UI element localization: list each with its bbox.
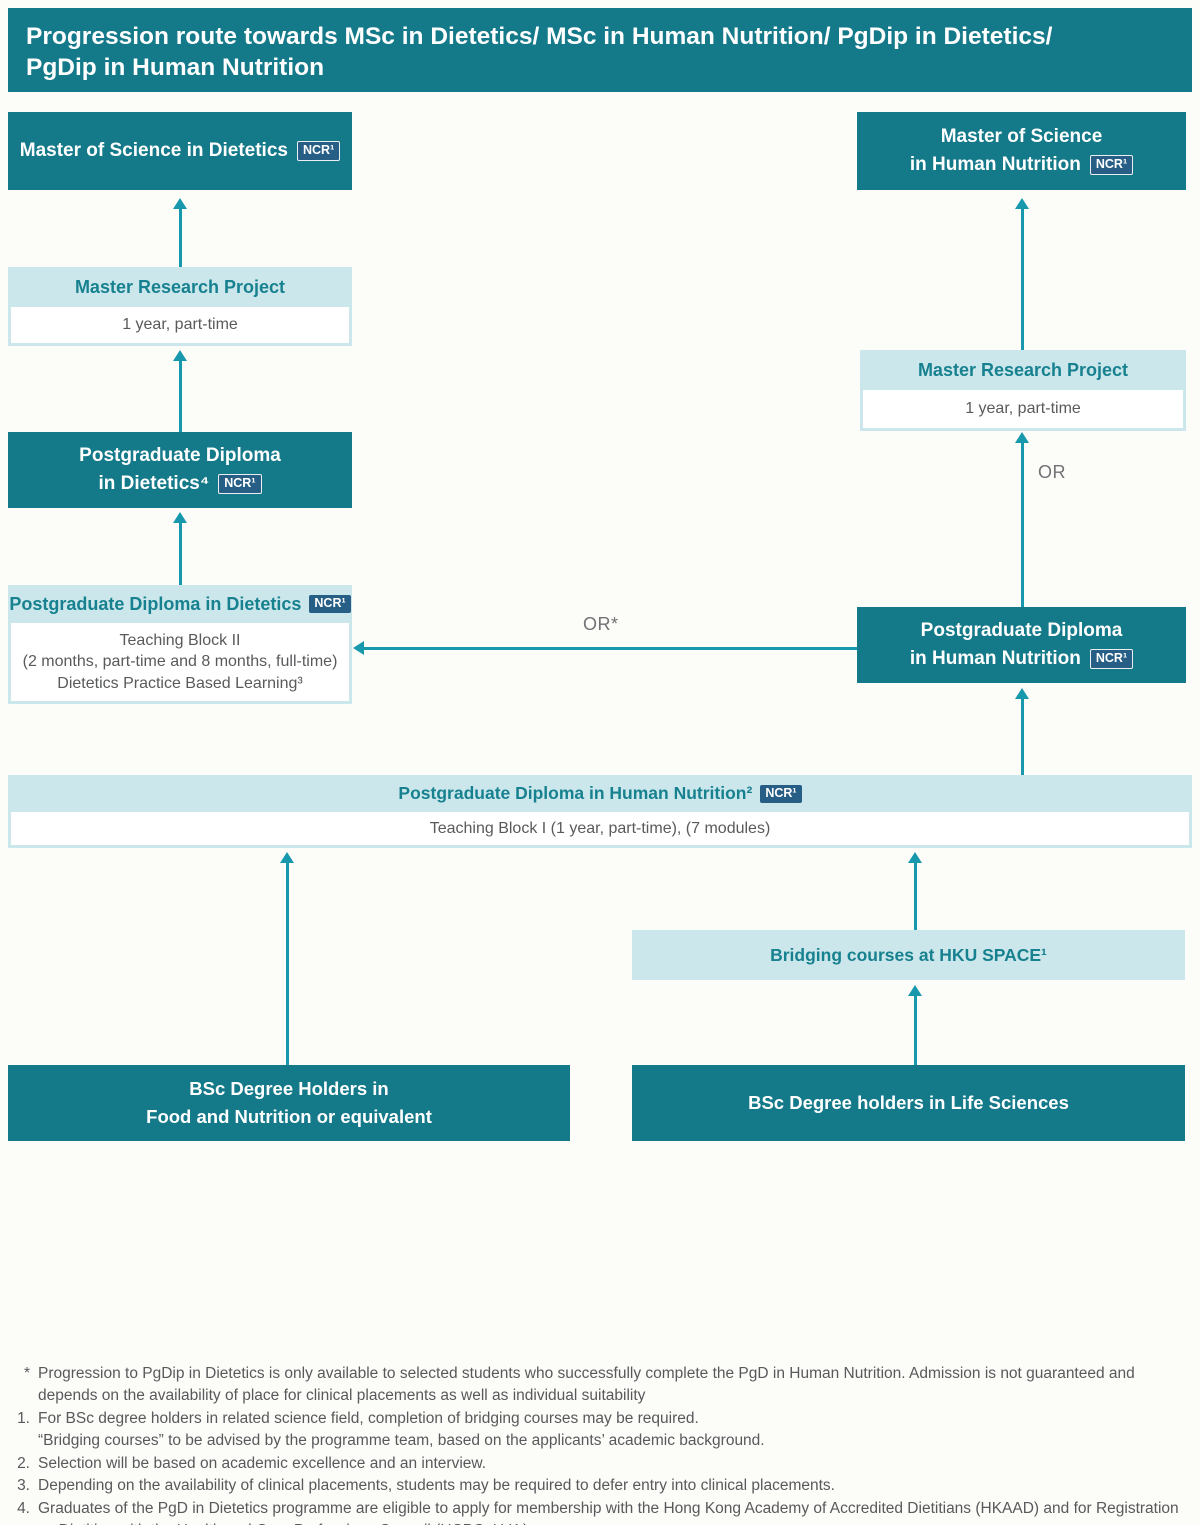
arrowhead-icon — [353, 641, 364, 655]
arrowhead-icon — [1015, 432, 1029, 443]
ncr-badge: NCR¹ — [1089, 649, 1134, 670]
bsc-food-line1: BSc Degree Holders in — [189, 1078, 389, 1100]
box-pgdip-dietetics-lower: Postgraduate Diploma in Dietetics NCR¹ T… — [8, 585, 352, 704]
mrp-left-title: Master Research Project — [74, 276, 286, 297]
pgdip-hn-line2: in Human Nutrition — [909, 648, 1081, 669]
bsc-life-label: BSc Degree holders in Life Sciences — [748, 1092, 1069, 1114]
arrow-mrp-to-msc-dietetics — [173, 198, 187, 267]
footnote-marker: 4. — [17, 1499, 30, 1517]
box-msc-dietetics: Master of Science in Dietetics NCR¹ — [8, 112, 352, 190]
box-pgdip-human-nutrition-wide: Postgraduate Diploma in Human Nutrition²… — [8, 775, 1192, 848]
mrp-right-body: 1 year, part-time — [863, 390, 1183, 428]
box-pgdip-dietetics-upper: Postgraduate Diploma in Dietetics⁴ NCR¹ — [8, 432, 352, 508]
or-vertical-label: OR — [1038, 462, 1066, 482]
footnote-marker: * — [23, 1365, 30, 1382]
mrp-left-body: 1 year, part-time — [11, 307, 349, 343]
box-master-research-project-left: Master Research Project 1 year, part-tim… — [8, 267, 352, 346]
bsc-food-line2: Food and Nutrition or equivalent — [146, 1106, 432, 1127]
box-bsc-food-nutrition: BSc Degree Holders in Food and Nutrition… — [8, 1065, 570, 1141]
arrow-mrp-to-msc-hn — [1015, 198, 1029, 350]
pgdip-dietetics-lower-body: Teaching Block II (2 months, part-time a… — [11, 623, 349, 701]
page-title: Progression route towards MSc in Dieteti… — [8, 8, 1192, 92]
ncr-badge: NCR¹ — [760, 784, 802, 803]
footnote-marker: 3. — [17, 1477, 30, 1495]
msc-hn-line1: Master of Science — [940, 125, 1103, 147]
widebar-body: Teaching Block I (1 year, part-time), (7… — [11, 812, 1189, 845]
box-msc-human-nutrition: Master of Science in Human Nutrition NCR… — [857, 112, 1186, 190]
arrowhead-icon — [908, 852, 922, 863]
footnote-marker: 2. — [17, 1454, 30, 1472]
arrowhead-icon — [173, 350, 187, 361]
mrp-right-title: Master Research Project — [917, 359, 1129, 380]
footnote-asterisk: * Progression to PgDip in Dietetics is o… — [12, 1363, 1188, 1408]
arrowhead-icon — [908, 985, 922, 996]
or-horizontal-label: OR* — [583, 614, 619, 634]
arrow-pgdiphn-to-pgdipdietetics — [353, 641, 857, 655]
arrow-bridging-to-widebar — [908, 852, 922, 930]
pgdip-hn-line1: Postgraduate Diploma — [920, 619, 1123, 641]
footnote-4: 4. Graduates of the PgD in Dietetics pro… — [12, 1498, 1188, 1525]
box-bsc-life-sciences: BSc Degree holders in Life Sciences — [632, 1065, 1185, 1141]
footnote-text: For BSc degree holders in related scienc… — [38, 1409, 765, 1450]
arrow-pgdipdark-to-mrp-left — [173, 350, 187, 432]
arrow-pgdiplight-to-pgdipdark — [173, 512, 187, 585]
footnote-text: Graduates of the PgD in Dietetics progra… — [38, 1499, 1179, 1525]
pgdip-dietetics-lower-title: Postgraduate Diploma in Dietetics — [9, 593, 302, 614]
footnote-text: Selection will be based on academic exce… — [38, 1454, 487, 1472]
ncr-badge: NCR¹ — [1089, 155, 1134, 176]
arrow-widebar-to-pgdiphn — [1015, 688, 1029, 775]
footnote-marker: 1. — [17, 1409, 30, 1427]
msc-hn-line2: in Human Nutrition — [909, 154, 1081, 175]
pgdip-dietetics-upper-line2: in Dietetics⁴ — [98, 473, 210, 494]
footnote-1: 1. For BSc degree holders in related sci… — [12, 1408, 1188, 1453]
box-msc-dietetics-label: Master of Science in Dietetics — [19, 139, 288, 161]
footnote-text: Progression to PgDip in Dietetics is onl… — [38, 1365, 1135, 1405]
box-bridging-courses: Bridging courses at HKU SPACE¹ — [632, 930, 1185, 980]
arrowhead-icon — [173, 512, 187, 523]
box-pgdip-human-nutrition: Postgraduate Diploma in Human Nutrition … — [857, 607, 1186, 683]
box-master-research-project-right: Master Research Project 1 year, part-tim… — [860, 350, 1186, 431]
footnote-3: 3. Depending on the availability of clin… — [12, 1475, 1188, 1497]
arrow-bscfood-to-widebar — [280, 852, 294, 1065]
footnotes: * Progression to PgDip in Dietetics is o… — [12, 1363, 1188, 1525]
bridging-title: Bridging courses at HKU SPACE¹ — [770, 944, 1047, 965]
arrowhead-icon — [173, 198, 187, 209]
ncr-badge: NCR¹ — [218, 474, 262, 495]
pgdip-dietetics-upper-line1: Postgraduate Diploma — [79, 444, 281, 466]
arrow-pgdiphn-to-mrp-right — [1015, 432, 1029, 607]
arrowhead-icon — [280, 852, 294, 863]
ncr-badge: NCR¹ — [296, 141, 341, 161]
ncr-badge: NCR¹ — [309, 595, 351, 613]
footnote-text: Depending on the availability of clinica… — [38, 1477, 835, 1495]
widebar-title: Postgraduate Diploma in Human Nutrition² — [398, 783, 753, 803]
footnote-2: 2. Selection will be based on academic e… — [12, 1453, 1188, 1475]
arrowhead-icon — [1015, 198, 1029, 209]
arrow-bsclife-to-bridging — [908, 985, 922, 1065]
arrowhead-icon — [1015, 688, 1029, 699]
